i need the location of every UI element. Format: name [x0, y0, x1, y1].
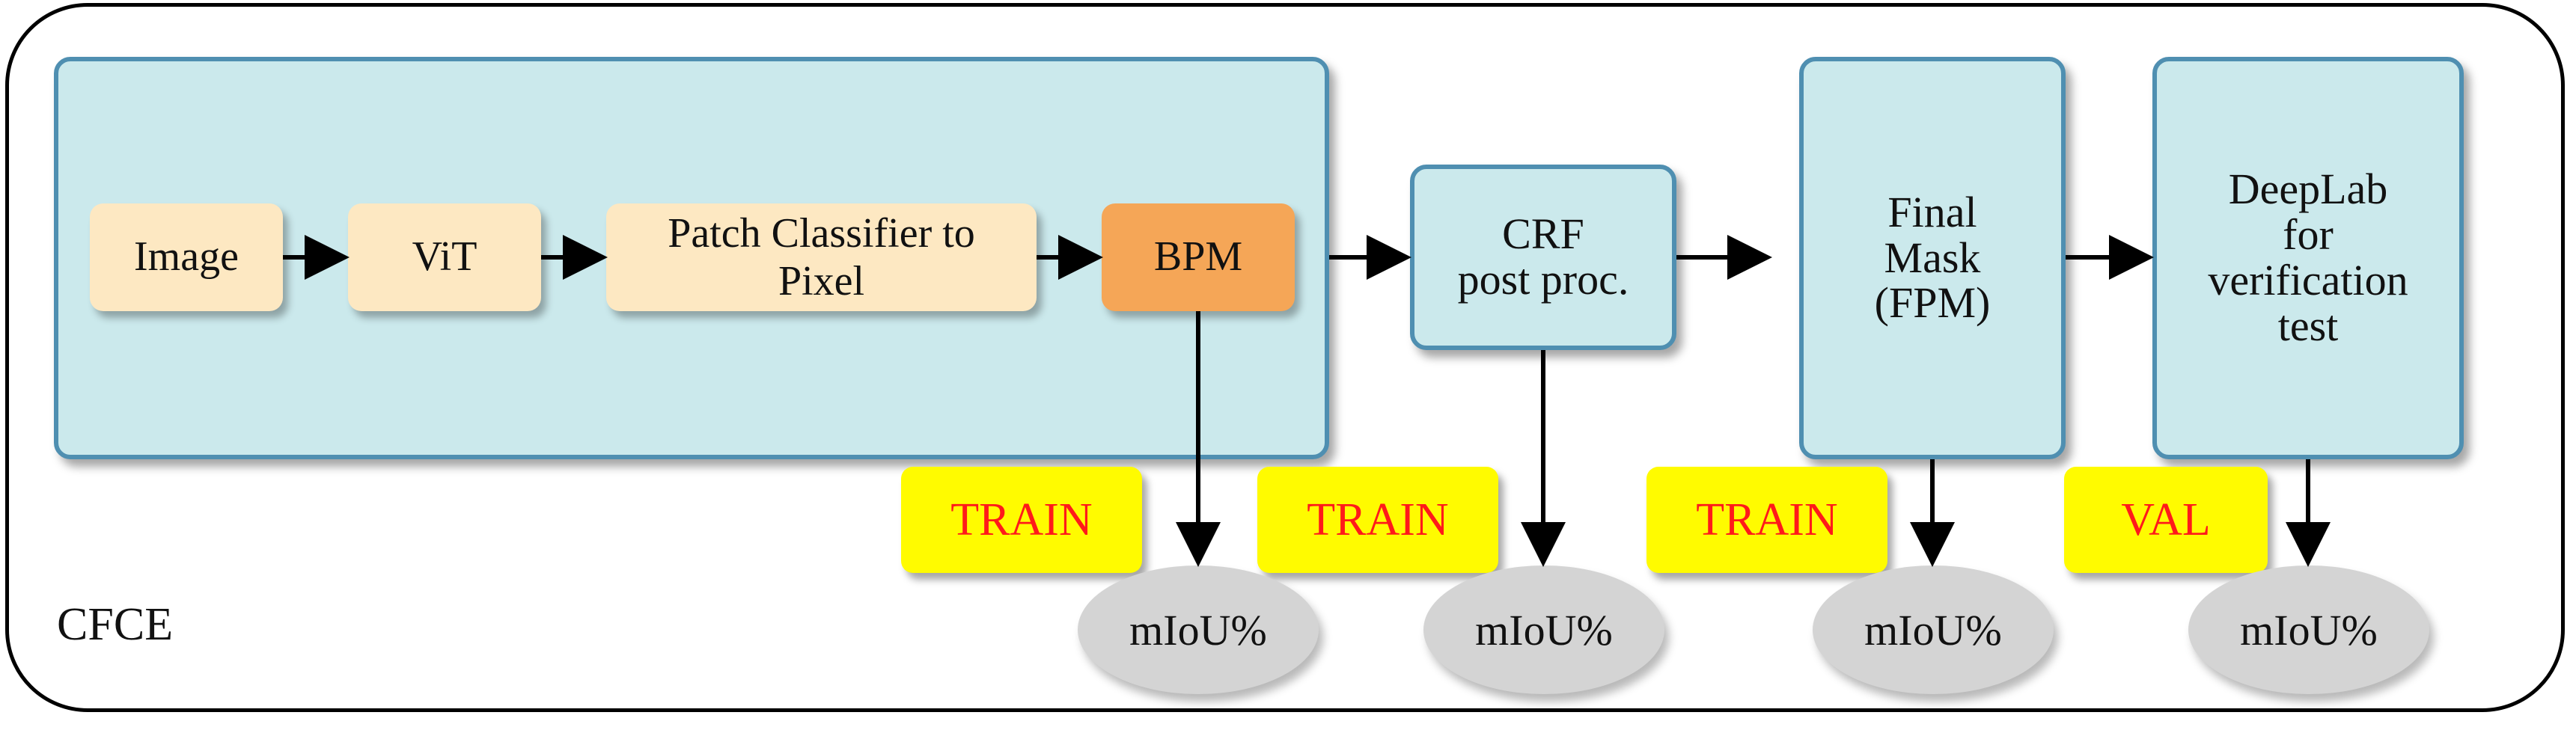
deeplab-stage-label: DeepLab for verification test [2208, 165, 2408, 350]
final-mask-stage: Final Mask (FPM) [1799, 57, 2066, 459]
train-tag-crf: TRAIN [1257, 467, 1498, 573]
miou-deeplab: mIoU% [2188, 565, 2429, 694]
miou-bpm-label: mIoU% [1129, 605, 1267, 654]
val-tag-deeplab: VAL [2064, 467, 2268, 573]
miou-crf-label: mIoU% [1475, 605, 1613, 654]
miou-final-mask-label: mIoU% [1864, 605, 2002, 654]
deeplab-stage: DeepLab for verification test [2152, 57, 2464, 459]
train-tag-crf-label: TRAIN [1307, 494, 1449, 545]
miou-crf: mIoU% [1423, 565, 1664, 694]
crf-stage: CRF post proc. [1410, 165, 1676, 350]
patch-classifier-label: Patch Classifier to Pixel [668, 209, 975, 304]
vit-node: ViT [348, 203, 541, 311]
train-tag-bpm: TRAIN [901, 467, 1142, 573]
image-node: Image [90, 203, 283, 311]
miou-bpm: mIoU% [1078, 565, 1319, 694]
bpm-node: BPM [1102, 203, 1295, 311]
crf-stage-label: CRF post proc. [1457, 209, 1629, 304]
image-node-label: Image [134, 233, 239, 280]
train-tag-final-mask-label: TRAIN [1696, 494, 1838, 545]
cfce-label: CFCE [57, 599, 174, 650]
train-tag-bpm-label: TRAIN [950, 494, 1093, 545]
val-tag-deeplab-label: VAL [2121, 494, 2211, 545]
final-mask-stage-label: Final Mask (FPM) [1874, 187, 1991, 328]
train-tag-final-mask: TRAIN [1646, 467, 1887, 573]
vit-node-label: ViT [412, 233, 477, 280]
miou-deeplab-label: mIoU% [2240, 605, 2378, 654]
patch-classifier-node: Patch Classifier to Pixel [606, 203, 1037, 311]
miou-final-mask: mIoU% [1813, 565, 2054, 694]
bpm-node-label: BPM [1153, 233, 1243, 280]
